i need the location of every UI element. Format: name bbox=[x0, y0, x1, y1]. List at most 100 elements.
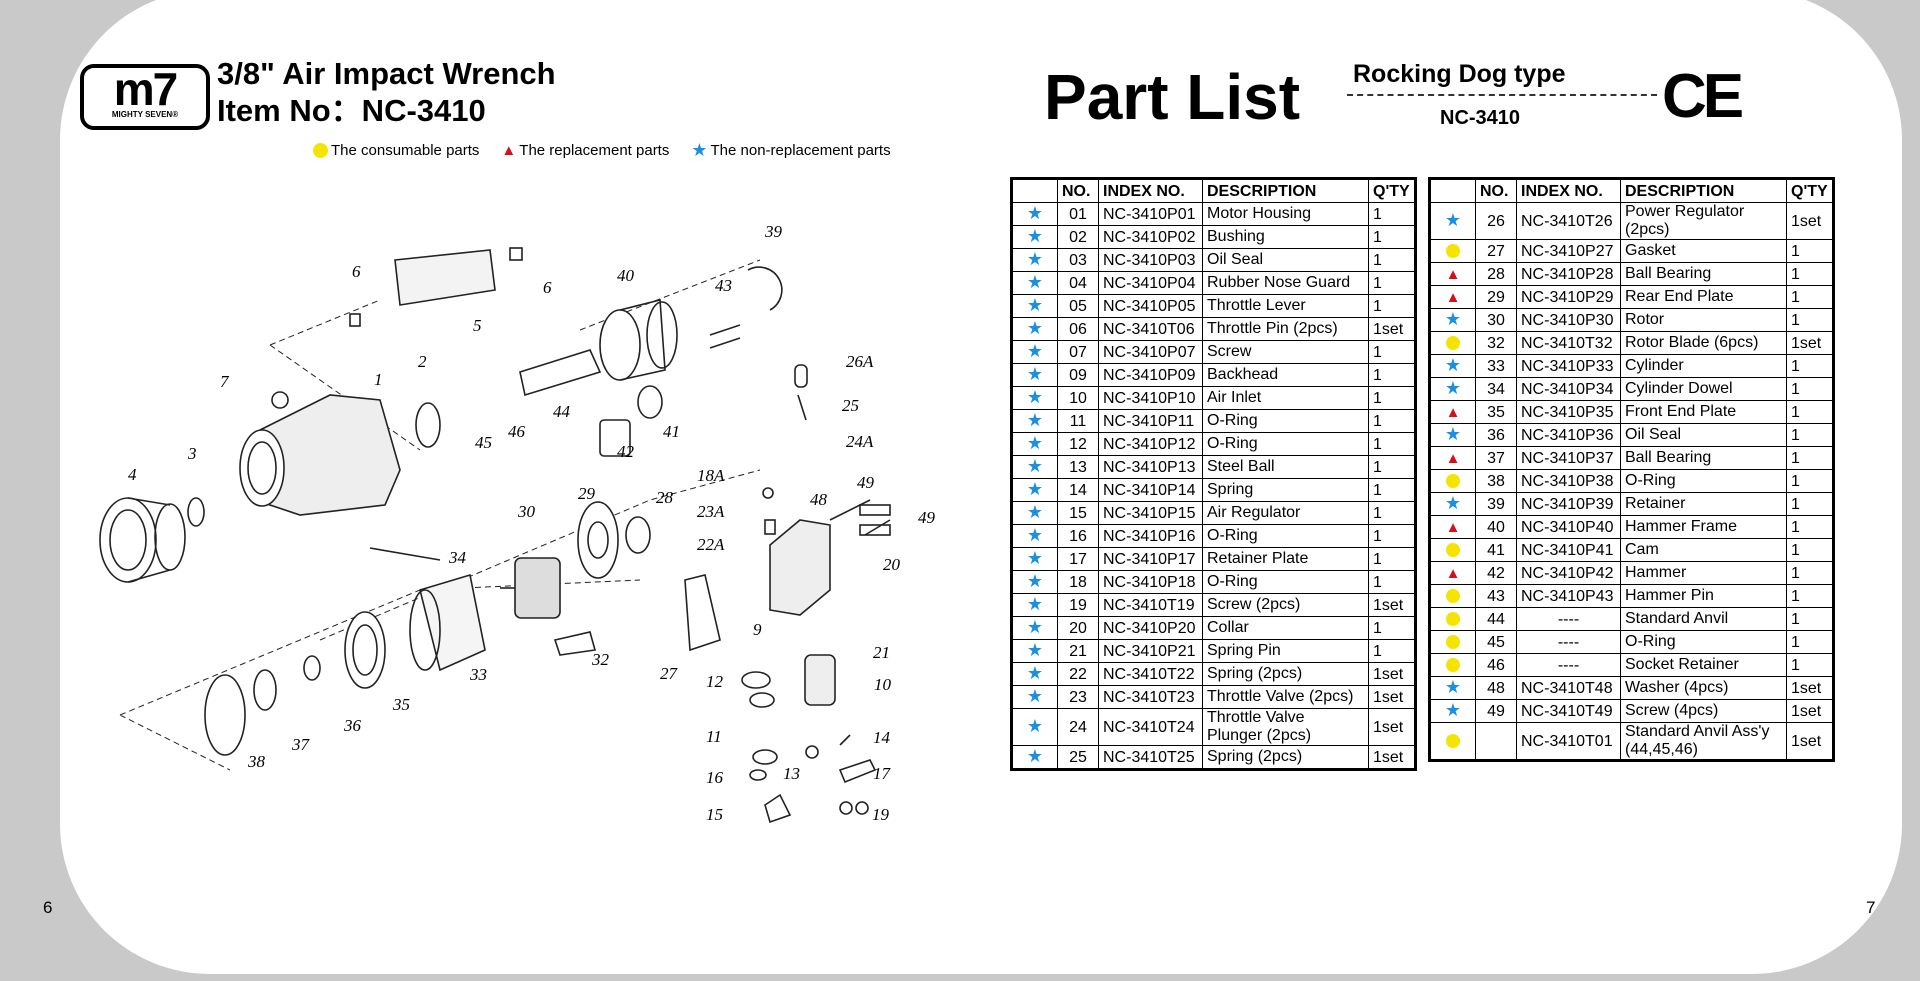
part-no: 42 bbox=[1475, 561, 1517, 585]
part-type-cell bbox=[1429, 331, 1476, 355]
blue-star-icon: ★ bbox=[1026, 249, 1044, 269]
part-qty: 1 bbox=[1368, 524, 1416, 548]
blue-star-icon: ★ bbox=[1026, 479, 1044, 499]
part-qty: 1set bbox=[1786, 676, 1834, 700]
diagram-callout: 37 bbox=[292, 735, 309, 754]
part-index: NC-3410T19 bbox=[1098, 593, 1203, 617]
diagram-callout: 17 bbox=[873, 764, 890, 783]
assembly-lines bbox=[119, 259, 761, 771]
diagram-callout: 44 bbox=[553, 402, 570, 421]
part-type-cell: ▲ bbox=[1429, 561, 1476, 585]
diagram-callout: 9 bbox=[753, 620, 762, 639]
part-description: Screw bbox=[1202, 340, 1369, 364]
cylinder-shape bbox=[409, 573, 486, 672]
part-index: NC-3410P05 bbox=[1098, 294, 1203, 318]
blue-star-icon: ★ bbox=[1444, 677, 1462, 697]
model-number: NC-3410 bbox=[1440, 107, 1521, 129]
part-index: NC-3410T25 bbox=[1098, 745, 1203, 770]
part-qty: 1 bbox=[1368, 616, 1416, 640]
diagram-callout: 28 bbox=[656, 488, 673, 507]
part-description: Motor Housing bbox=[1202, 202, 1369, 226]
part-no: 17 bbox=[1057, 547, 1099, 571]
part-index: NC-3410P18 bbox=[1098, 570, 1203, 594]
part-qty: 1 bbox=[1786, 239, 1834, 263]
blue-star-icon: ★ bbox=[1026, 318, 1044, 338]
diagram-callout: 40 bbox=[617, 266, 634, 285]
part-type-cell: ★ bbox=[1429, 377, 1476, 401]
part-type-cell: ★ bbox=[1011, 248, 1058, 272]
part-type-cell: ★ bbox=[1011, 639, 1058, 663]
part-qty: 1 bbox=[1368, 294, 1416, 318]
part-no: 12 bbox=[1057, 432, 1099, 456]
anvil-shape bbox=[519, 349, 602, 397]
part-description: Washer (4pcs) bbox=[1620, 676, 1787, 700]
part-type-cell: ★ bbox=[1011, 685, 1058, 709]
diagram-callout: 35 bbox=[393, 695, 410, 714]
part-description: Power Regulator (2pcs) bbox=[1620, 202, 1787, 240]
yellow-circle-icon bbox=[1446, 612, 1460, 627]
diagram-callout: 11 bbox=[706, 727, 722, 746]
part-description: Cylinder bbox=[1620, 354, 1787, 378]
hammer-pin-shape bbox=[709, 324, 741, 349]
part-description: Oil Seal bbox=[1620, 423, 1787, 447]
legend: The consumable parts ▲The replacement pa… bbox=[313, 140, 891, 161]
part-description: Throttle Valve Plunger (2pcs) bbox=[1202, 708, 1369, 746]
part-no: 15 bbox=[1057, 501, 1099, 525]
part-type-cell: ★ bbox=[1011, 409, 1058, 433]
part-qty: 1set bbox=[1368, 708, 1416, 746]
part-type-cell: ★ bbox=[1011, 501, 1058, 525]
blue-star-icon: ★ bbox=[1444, 378, 1462, 398]
yellow-circle-icon bbox=[313, 143, 328, 158]
part-no: 10 bbox=[1057, 386, 1099, 410]
throttle-lever-shape bbox=[394, 249, 496, 306]
part-type-cell: ★ bbox=[1011, 708, 1058, 746]
diagram-callout: 15 bbox=[706, 805, 723, 824]
part-index: NC-3410P42 bbox=[1516, 561, 1621, 585]
part-type-cell: ★ bbox=[1429, 202, 1476, 240]
part-index: NC-3410P04 bbox=[1098, 271, 1203, 295]
part-type-cell: ★ bbox=[1011, 455, 1058, 479]
blue-star-icon: ★ bbox=[1026, 203, 1044, 223]
part-type-cell: ★ bbox=[1011, 745, 1058, 770]
part-type-cell bbox=[1429, 607, 1476, 631]
part-type-cell bbox=[1429, 584, 1476, 608]
ball-bearing-shape bbox=[625, 516, 651, 554]
part-type-cell: ★ bbox=[1429, 699, 1476, 723]
diagram-callout: 45 bbox=[475, 433, 492, 452]
part-index: NC-3410P09 bbox=[1098, 363, 1203, 387]
part-no: 07 bbox=[1057, 340, 1099, 364]
red-triangle-icon: ▲ bbox=[1445, 449, 1461, 467]
part-no: 44 bbox=[1475, 607, 1517, 631]
part-index: NC-3410P12 bbox=[1098, 432, 1203, 456]
rear-end-plate-shape bbox=[577, 501, 619, 579]
part-qty: 1 bbox=[1786, 423, 1834, 447]
yellow-circle-icon bbox=[1446, 635, 1460, 650]
part-qty: 1 bbox=[1368, 386, 1416, 410]
blue-star-icon: ★ bbox=[1026, 686, 1044, 706]
part-type-cell: ★ bbox=[1011, 317, 1058, 341]
yellow-circle-icon bbox=[1446, 658, 1460, 673]
diagram-callout: 46 bbox=[508, 422, 525, 441]
part-qty: 1 bbox=[1368, 248, 1416, 272]
part-qty: 1 bbox=[1368, 432, 1416, 456]
diagram-callout: 34 bbox=[449, 548, 466, 567]
exploded-view-diagram bbox=[99, 247, 891, 824]
diagram-callout: 41 bbox=[663, 422, 680, 441]
logo-text: m7 bbox=[113, 63, 178, 115]
part-type-cell bbox=[1429, 469, 1476, 493]
